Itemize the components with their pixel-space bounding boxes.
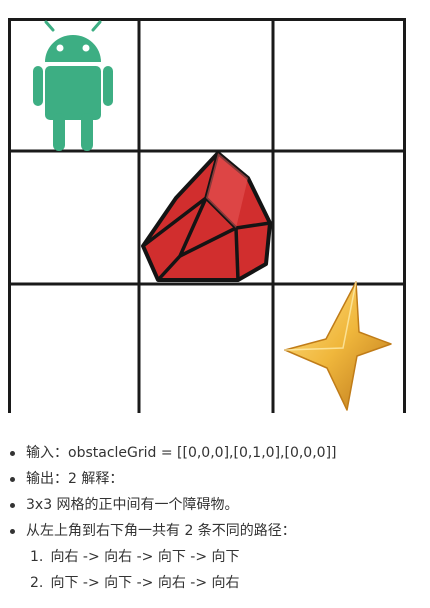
bullet-input: 输入：obstacleGrid = [[0,0,0],[0,1,0],[0,0,…: [0, 440, 430, 466]
bullet-text: 2 解释：: [68, 471, 124, 487]
path-step-number: 2.: [30, 575, 44, 591]
bullet-text: obstacleGrid = [[0,0,0],[0,1,0],[0,0,0]]: [68, 445, 337, 461]
bullet-obstacle-note: 3x3 网格的正中间有一个障碍物。: [0, 492, 430, 518]
path-steps-list: 1. 向右 -> 向右 -> 向下 -> 向下 2. 向下 -> 向下 -> 向…: [0, 544, 430, 596]
red-gem-obstacle-icon: [141, 151, 272, 282]
bullet-text: 3x3 网格的正中间有一个障碍物。: [26, 497, 239, 513]
bullet-output: 输出：2 解释：: [0, 466, 430, 492]
grid-lines: [8, 18, 406, 413]
grid-svg: [8, 18, 406, 413]
gold-star-icon: [284, 281, 392, 411]
bullet-text: 从左上角到右下角一共有 2 条不同的路径：: [26, 523, 296, 539]
grid-figure: [8, 18, 406, 413]
explanation-section: 输入：obstacleGrid = [[0,0,0],[0,1,0],[0,0,…: [0, 440, 430, 596]
path-step: 2. 向下 -> 向下 -> 向右 -> 向右: [0, 570, 430, 596]
path-step-number: 1.: [30, 549, 44, 565]
path-step-text: 向下 -> 向下 -> 向右 -> 向右: [50, 575, 240, 591]
path-step-text: 向右 -> 向右 -> 向下 -> 向下: [50, 549, 240, 565]
bullet-paths-note: 从左上角到右下角一共有 2 条不同的路径：: [0, 518, 430, 544]
android-robot-icon: [33, 20, 113, 151]
bullet-prefix: 输入：: [26, 445, 68, 461]
bullet-list: 输入：obstacleGrid = [[0,0,0],[0,1,0],[0,0,…: [0, 440, 430, 544]
bullet-prefix: 输出：: [26, 471, 68, 487]
path-step: 1. 向右 -> 向右 -> 向下 -> 向下: [0, 544, 430, 570]
